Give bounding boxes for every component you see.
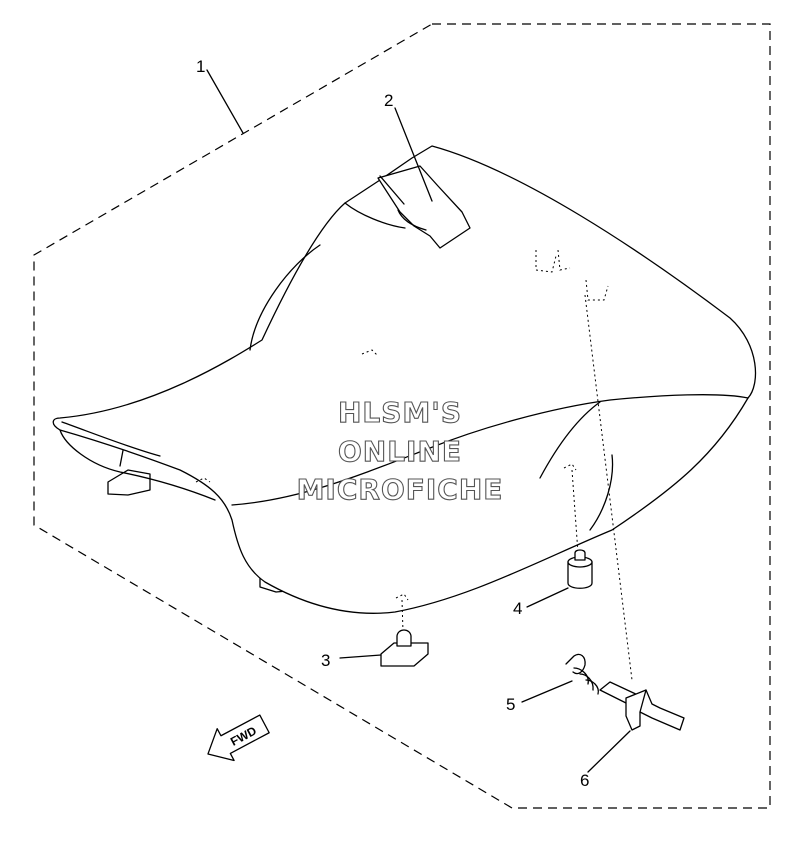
part-damper (567, 549, 593, 589)
alignment-line-nut (401, 599, 404, 633)
leader-lines (206, 69, 631, 773)
seat-assembly (52, 145, 757, 614)
callout-2: 2 (384, 91, 393, 110)
watermark: HLSM'S ONLINE MICROFICHE (296, 395, 504, 506)
callout-1: 1 (196, 57, 205, 76)
watermark-line-3: MICROFICHE (297, 473, 504, 506)
watermark-line-2: ONLINE (338, 435, 462, 468)
assembly-boundary (33, 23, 771, 809)
watermark-line-1: HLSM'S (338, 396, 462, 429)
fwd-arrow-icon: FWD (207, 714, 270, 762)
callout-6: 6 (580, 771, 589, 790)
callout-3: 3 (321, 651, 330, 670)
callout-4: 4 (513, 599, 522, 618)
callout-5: 5 (506, 695, 515, 714)
alignment-line-damper (571, 469, 579, 554)
part-spring (565, 653, 599, 695)
part-nut-bracket (380, 629, 429, 667)
part-seat-hook (599, 681, 685, 731)
